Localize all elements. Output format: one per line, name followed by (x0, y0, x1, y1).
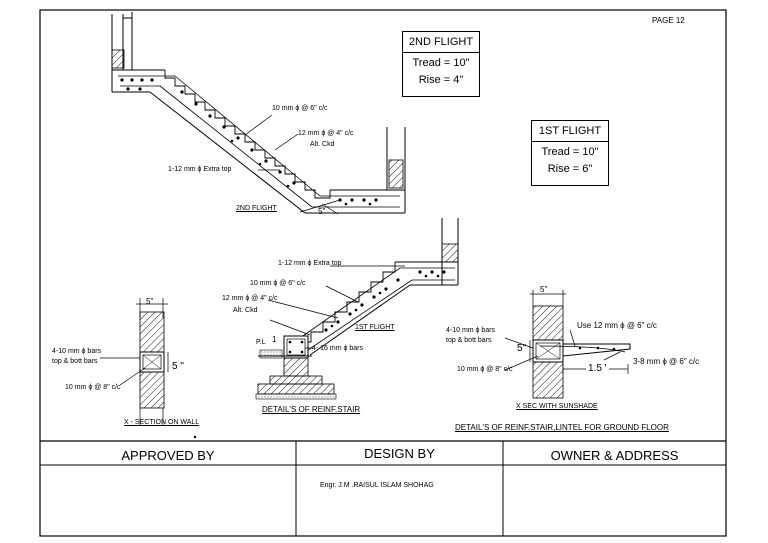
second-flight-box: 2ND FLIGHT Tread = 10" Rise = 4" (402, 31, 480, 97)
second-flight-drawing (111, 12, 406, 215)
sunshade-dim-side: 5" (517, 343, 527, 354)
wall-dim-top: 5" (146, 297, 154, 306)
upper-10mm-label: 10 mm ϕ @ 6" c/c (272, 105, 328, 112)
second-flight-rise: Rise = 4" (418, 74, 464, 86)
sunshade-use12-label: Use 12 mm ϕ @ 6" c/c (577, 321, 657, 330)
upper-altckd-label: Alt. Ckd (310, 141, 335, 148)
second-flight-box-title: 2ND FLIGHT (408, 36, 474, 48)
first-flight-box-title: 1ST FLIGHT (538, 125, 602, 137)
upper-thickness-dim: 5" (318, 207, 326, 216)
first-flight-tread: Tread = 10" (541, 146, 599, 158)
stair-detail-caption: DETAIL'S OF REINF.STAIR (262, 405, 361, 414)
sunshade-dim-top: 5" (540, 285, 548, 294)
design-by-header: DESIGN BY (364, 446, 435, 461)
second-flight-caption: 2ND FLIGHT (236, 205, 277, 212)
upper-extra-top-label: 1-12 mm ϕ Extra top (168, 166, 232, 173)
wall-bars-label: 4-10 mm ϕ bars (52, 348, 102, 355)
sunshade-bars-label: 4-10 mm ϕ bars (446, 327, 496, 334)
wall-section-caption: X - SECTION ON WALL (124, 419, 200, 426)
lower-10mm-label: 10 mm ϕ @ 6" c/c (250, 280, 306, 287)
wall-topbott-label: top & bott bars (52, 358, 98, 365)
lower-16mm-label: 4- 16 mm ϕ bars (312, 345, 363, 352)
owner-address-header: OWNER & ADDRESS (550, 448, 679, 463)
sheet-border (39, 9, 727, 537)
lower-extra-top-label: 1-12 mm ϕ Extra top (278, 260, 342, 267)
sunshade-section-drawing (504, 290, 631, 399)
first-flight-caption: 1ST FLIGHT (355, 324, 395, 331)
second-flight-tread: Tread = 10" (412, 57, 470, 69)
first-flight-drawing (255, 218, 459, 400)
wall-section-drawing (100, 298, 169, 425)
title-block-lines (40, 440, 726, 536)
page-label: PAGE 12 (652, 16, 685, 25)
sunshade-3-8mm-label: 3-8 mm ϕ @ 6" c/c (633, 357, 700, 366)
upper-12mm-label: 12 mm ϕ @ 4" c/c (298, 130, 354, 137)
plinth-rise-label: 1 (272, 335, 277, 344)
sunshade-length-dim: 1.5 ' (586, 363, 609, 374)
first-flight-box: 1ST FLIGHT Tread = 10" Rise = 6" (531, 120, 609, 186)
designer-name: Engr. J.M .RAISUL ISLAM SHOHAG (320, 482, 434, 489)
sunshade-topbott-label: top & bott bars (446, 337, 492, 344)
sunshade-stirrup-label: 10 mm ϕ @ 8" c/c (457, 366, 513, 373)
plinth-level-label: P.L (256, 339, 266, 346)
lower-12mm-label: 12 mm ϕ @ 4" c/c (222, 295, 278, 302)
sunshade-section-caption: X SEC WITH SUNSHADE (516, 403, 598, 410)
main-caption: DETAIL'S OF REINF.STAIR,LINTEL FOR GROUN… (455, 423, 669, 432)
wall-stirrup-label: 10 mm ϕ @ 8" c/c (65, 384, 121, 391)
approved-by-header: APPROVED BY (121, 448, 215, 463)
wall-dim-side: 5 " (172, 361, 184, 372)
first-flight-rise: Rise = 6" (547, 163, 593, 175)
lower-altckd-label: Alt. Ckd (233, 307, 258, 314)
